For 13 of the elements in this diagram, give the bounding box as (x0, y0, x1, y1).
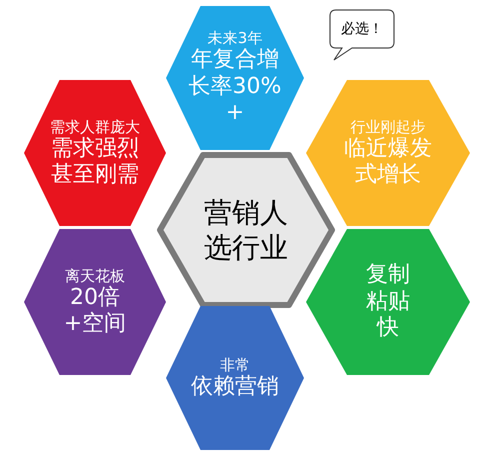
body-text: 依赖营销 (190, 374, 280, 400)
body-text: 20倍+空间 (62, 284, 128, 338)
callout-text: 必选！ (340, 20, 384, 38)
heading-text: 离天花板 (64, 266, 126, 285)
heading-text: 需求人群庞大 (49, 118, 141, 136)
heading-text: 非常 (219, 356, 251, 374)
body-text: 年复合增长率30%+ (188, 47, 282, 127)
heading-text: 未来3年 (206, 29, 264, 48)
body-text: 营销人选行业 (203, 195, 289, 265)
body-text: 临近爆发式增长 (343, 136, 433, 188)
body-text: 需求强烈甚至刚需 (50, 136, 140, 188)
heading-text: 行业刚起步 (350, 118, 426, 136)
body-text: 复制粘贴快 (365, 262, 411, 342)
